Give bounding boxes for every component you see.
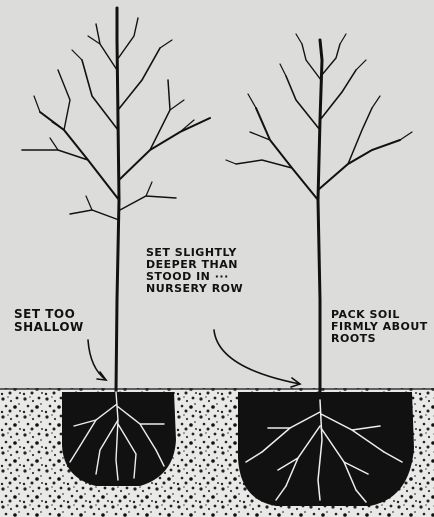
shallow-planting-hole: [62, 392, 176, 486]
label-middle-line-4: NURSERY ROW: [146, 283, 243, 295]
label-set-too-shallow: SET TOO SHALLOW: [14, 308, 84, 334]
label-middle-line-2: DEEPER THAN: [146, 259, 243, 271]
deeper-arrow: [214, 330, 300, 384]
label-left-line-2: SHALLOW: [14, 321, 84, 334]
shallow-tree: [22, 8, 210, 392]
label-set-slightly-deeper: SET SLIGHTLY DEEPER THAN STOOD IN ··· NU…: [146, 247, 243, 295]
label-middle-line-3: STOOD IN ···: [146, 271, 243, 283]
deep-tree: [226, 34, 412, 400]
label-right-line-2: FIRMLY ABOUT: [331, 321, 428, 333]
label-left-line-1: SET TOO: [14, 308, 84, 321]
label-arrows: [88, 330, 300, 387]
shallow-arrow: [88, 340, 106, 380]
label-right-line-3: ROOTS: [331, 333, 428, 345]
label-pack-soil: PACK SOIL FIRMLY ABOUT ROOTS: [331, 309, 428, 345]
